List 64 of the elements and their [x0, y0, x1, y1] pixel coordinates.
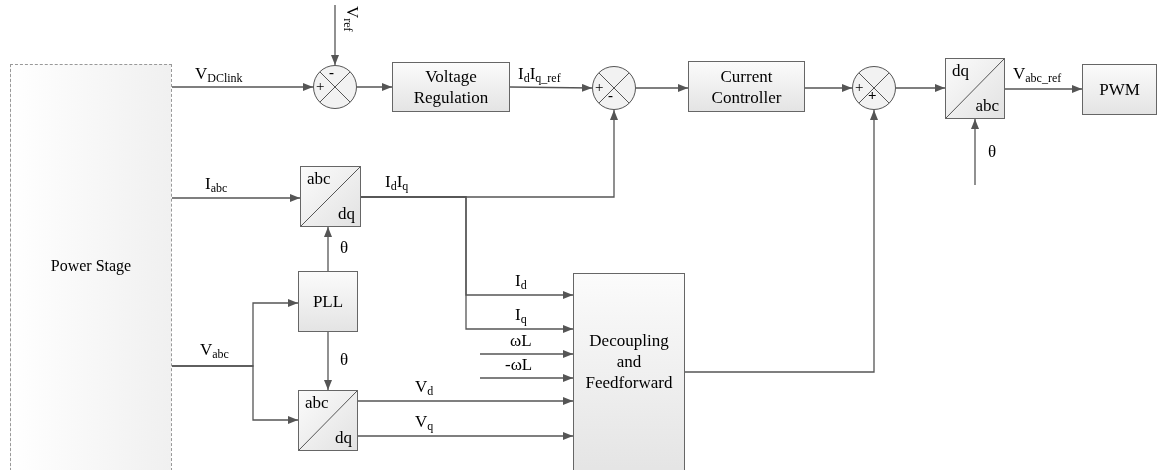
block-label: abc: [305, 393, 329, 413]
arrow: [324, 331, 332, 391]
arrow: [171, 194, 301, 202]
arrow: [1004, 85, 1083, 93]
arrow: [895, 84, 946, 92]
signal-label: I$_{d}$: [515, 271, 527, 291]
sign-label: -: [329, 63, 334, 81]
signal-label: I$_{d}$I$_{q}$: [385, 172, 409, 192]
arrow: [684, 109, 878, 373]
block: [298, 271, 358, 332]
signal-label: I$_{d}$I$_{q_ref}$: [518, 64, 561, 84]
signal-label: θ: [340, 350, 349, 370]
signal-label: I$_{q}$: [515, 305, 527, 325]
transform-block: [300, 166, 361, 227]
block-label: dq: [338, 204, 355, 224]
block: [688, 61, 805, 112]
power-stage-box: [10, 64, 172, 470]
arrow: [360, 196, 574, 333]
block-label: dq: [335, 428, 352, 448]
arrow: [509, 83, 593, 92]
signal-label: ωL: [510, 331, 532, 351]
transform-block: [298, 390, 358, 451]
sign-label: +: [868, 86, 877, 104]
summing-junction: [313, 65, 357, 109]
block-label: Decoupling and Feedforward: [584, 330, 674, 393]
arrow: [171, 365, 299, 424]
signal-label: V$_{DClink}$: [195, 64, 243, 84]
arrow: [357, 397, 574, 405]
arrow: [479, 374, 574, 382]
arrow: [635, 84, 689, 92]
arrow: [971, 118, 979, 186]
signal-label: V$_{abc}$: [200, 340, 229, 360]
sign-label: -: [608, 86, 613, 104]
signal-label: V$_{q}$: [415, 412, 434, 432]
arrow: [357, 432, 574, 440]
signal-label: I$_{abc}$: [205, 174, 228, 194]
block-label: PLL: [311, 291, 345, 312]
block-label: abc: [307, 169, 331, 189]
block: [1082, 64, 1157, 115]
sign-label: +: [855, 78, 864, 96]
arrow: [324, 226, 332, 272]
block-label: dq: [952, 61, 969, 81]
sign-label: +: [595, 78, 604, 96]
block-label: Current Controller: [710, 65, 783, 108]
block-label: Voltage Regulation: [412, 66, 490, 108]
arrow: [331, 4, 339, 66]
signal-label: θ: [988, 142, 997, 162]
block: [573, 273, 685, 470]
arrow: [479, 350, 574, 358]
signal-label: -ωL: [505, 355, 533, 375]
block-label: PWM: [1098, 79, 1141, 100]
arrow: [356, 83, 393, 91]
summing-junction: [852, 66, 896, 110]
summing-junction: [592, 66, 636, 110]
transform-block: [945, 58, 1005, 119]
arrow: [804, 84, 853, 92]
block-label: abc: [975, 96, 999, 116]
arrow: [171, 83, 314, 91]
block: [392, 62, 510, 112]
signal-label: V$_{d}$: [415, 377, 434, 397]
signal-label: V$_{abc_ref}$: [1013, 64, 1062, 84]
sign-label: +: [316, 77, 325, 95]
block-label: Power Stage: [49, 256, 133, 276]
signal-label: θ: [340, 238, 349, 258]
